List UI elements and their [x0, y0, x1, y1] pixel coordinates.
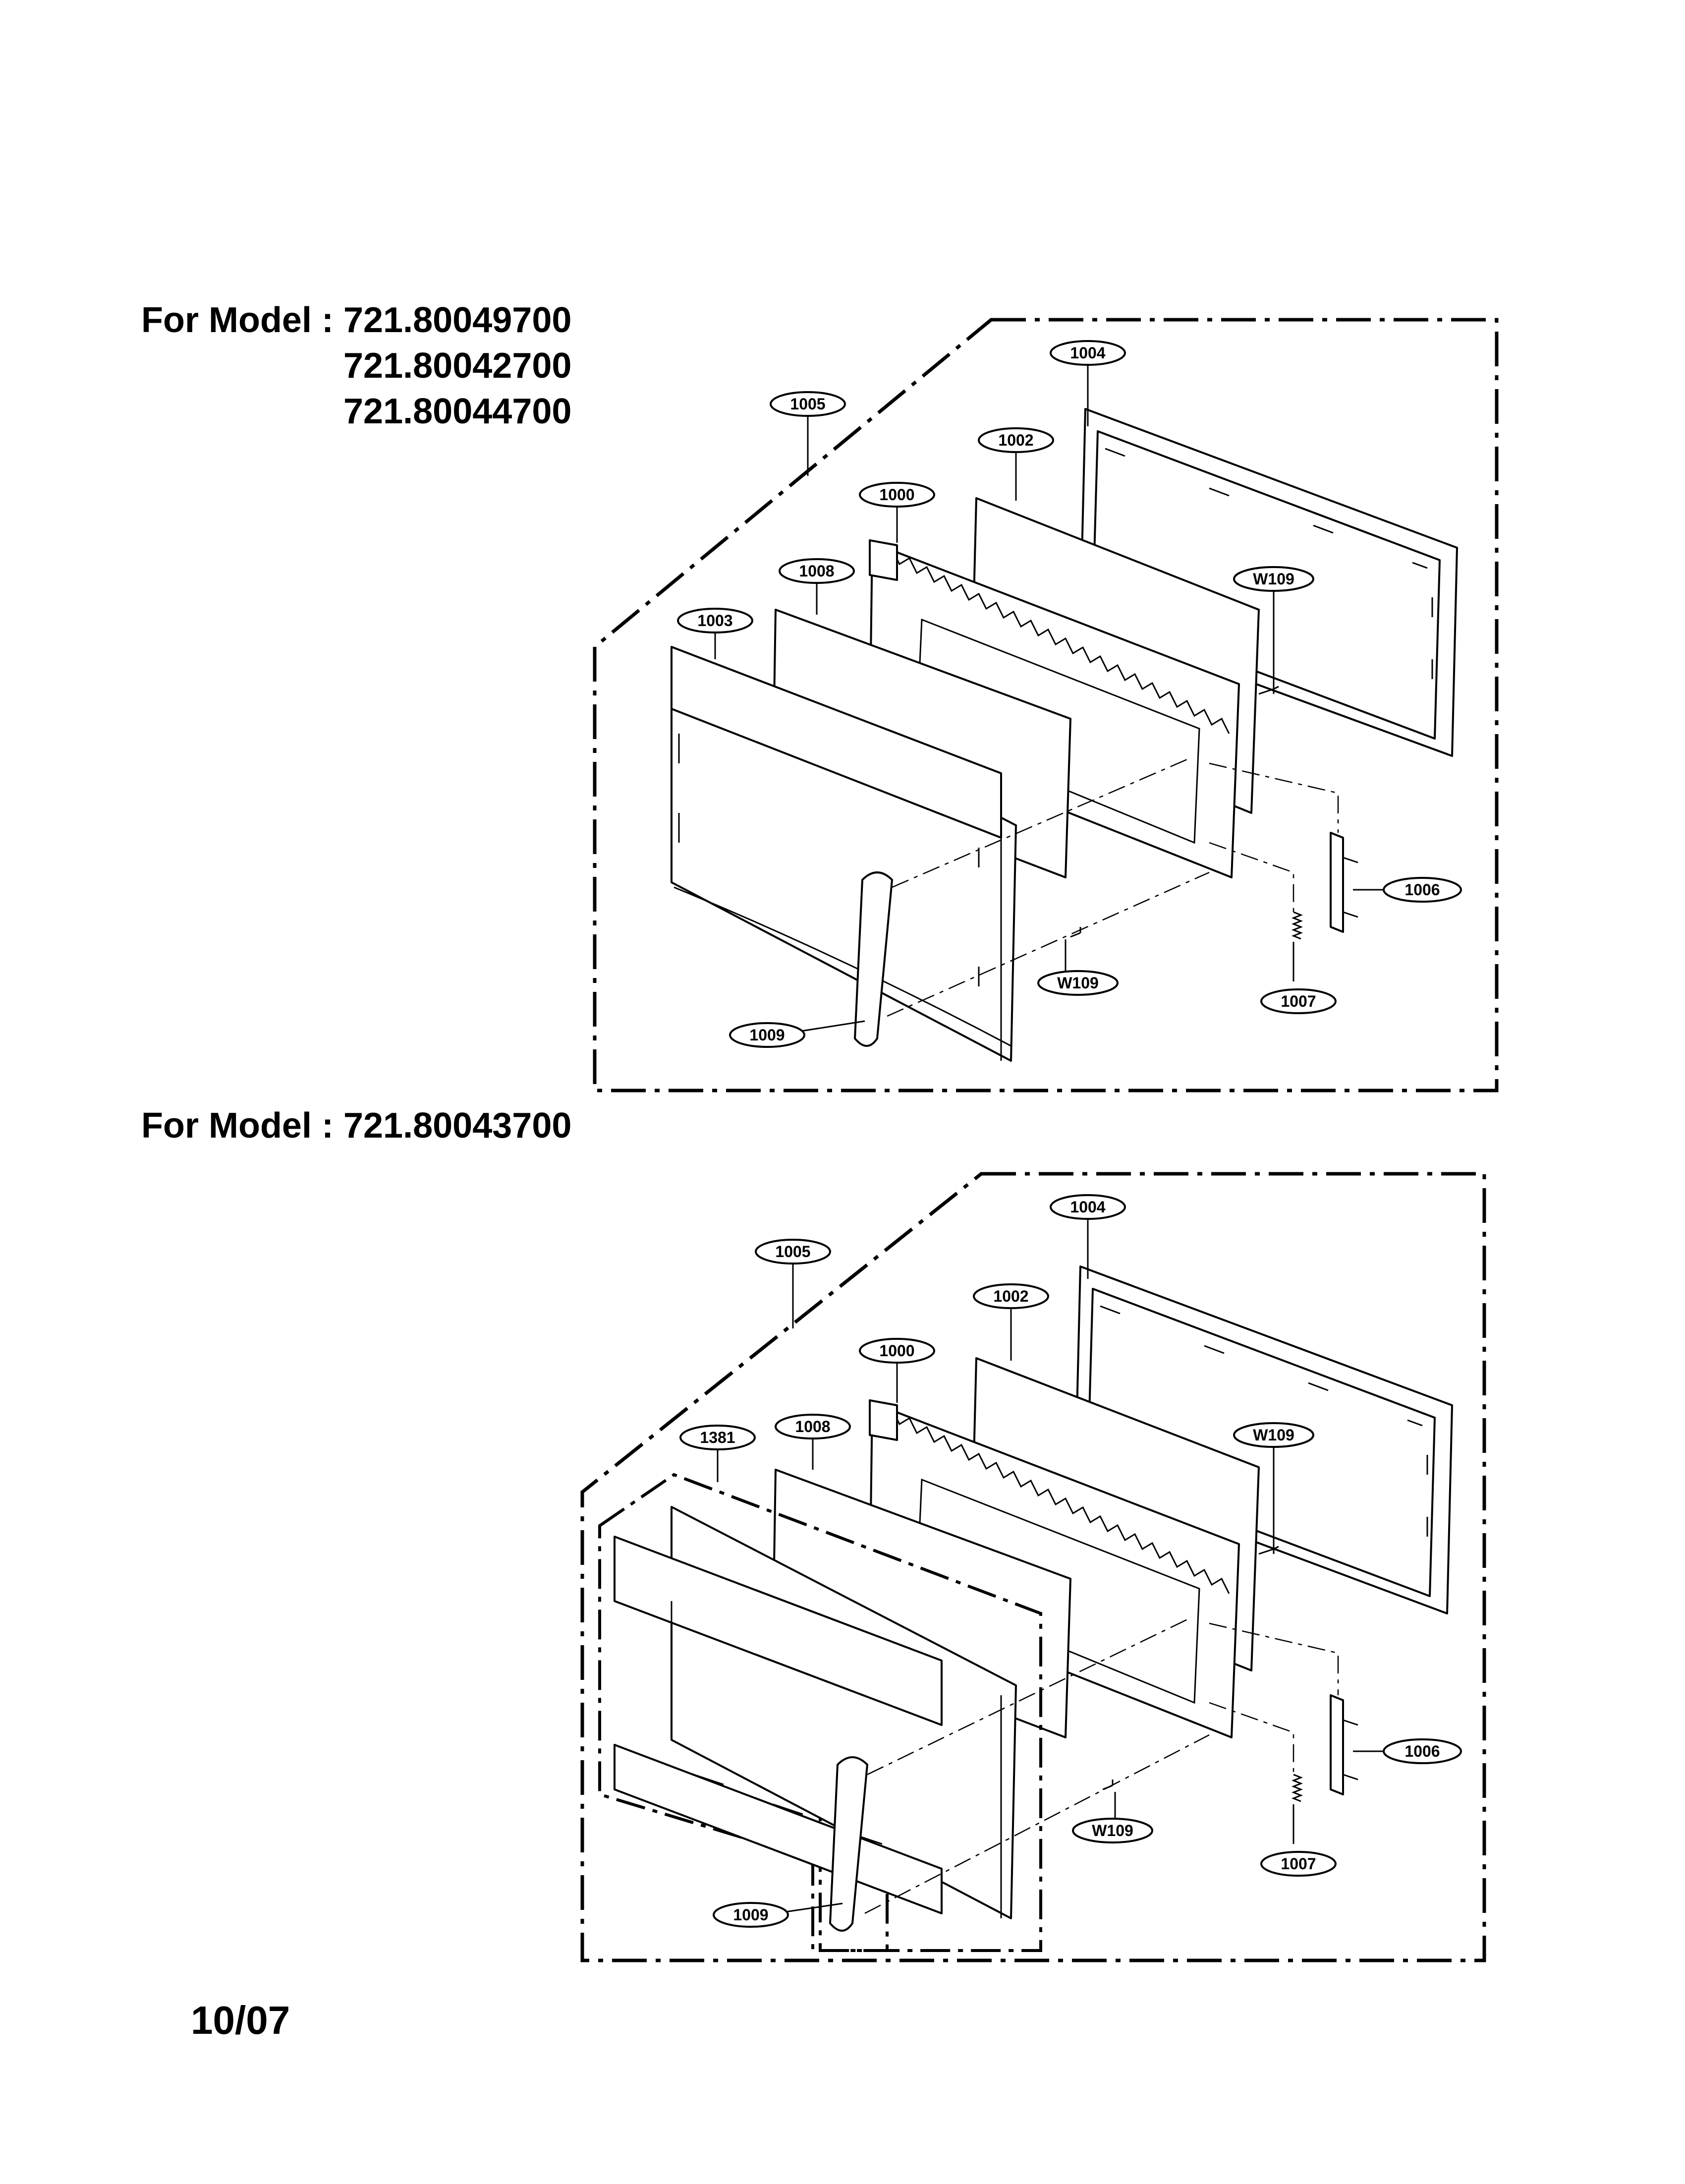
svg-text:1006: 1006 [1404, 881, 1440, 899]
svg-text:1009: 1009 [733, 1906, 768, 1924]
svg-text:1009: 1009 [749, 1026, 785, 1044]
top-part-1000-door-frame [869, 539, 1240, 878]
bottom-callout-1006: 1006 [1383, 1738, 1462, 1764]
bottom-callout-1007: 1007 [1260, 1851, 1337, 1877]
bottom-leader-lines [717, 1218, 1383, 1913]
bottom-model-1: 721.80043700 [343, 1106, 572, 1146]
bottom-model-label: For Model : [141, 1106, 343, 1146]
bottom-door-assembly: 1004 1005 1002 1000 1381 1008 W109 1006 [580, 1172, 1486, 1962]
svg-text:1004: 1004 [1070, 344, 1105, 362]
svg-text:1007: 1007 [1281, 992, 1316, 1010]
bottom-callout-w109-upper: W109 [1233, 1422, 1314, 1448]
svg-text:1008: 1008 [799, 562, 834, 580]
svg-text:1000: 1000 [879, 486, 914, 504]
svg-text:1381: 1381 [700, 1429, 735, 1446]
top-callout-1009: 1009 [729, 1022, 805, 1048]
bottom-part-door-outer [614, 1506, 1017, 1919]
svg-text:1007: 1007 [1281, 1855, 1316, 1873]
top-callout-1004: 1004 [1050, 340, 1126, 366]
svg-text:1006: 1006 [1404, 1742, 1440, 1760]
bottom-callout-1002: 1002 [973, 1283, 1049, 1309]
top-leader-lines [714, 364, 1383, 1034]
top-callout-1007: 1007 [1260, 988, 1337, 1014]
svg-text:W109: W109 [1253, 570, 1294, 588]
bottom-callout-1005: 1005 [755, 1239, 831, 1264]
top-part-1003-door-outer [671, 646, 1017, 1062]
bottom-assembly-boundary [580, 1172, 1486, 1962]
top-part-1006-latch [1330, 832, 1358, 933]
svg-text:1002: 1002 [998, 431, 1033, 449]
top-callout-w109-lower: W109 [1037, 970, 1119, 996]
bottom-callout-1008: 1008 [775, 1414, 851, 1439]
bottom-part-1009-handle [829, 1756, 868, 1932]
top-assembly-boundary [593, 318, 1499, 1092]
svg-text:W109: W109 [1253, 1426, 1294, 1444]
top-callout-1000: 1000 [859, 482, 935, 508]
bottom-callout-1009: 1009 [713, 1902, 789, 1928]
bottom-part-1006-latch [1330, 1694, 1358, 1795]
svg-text:1000: 1000 [879, 1342, 914, 1360]
svg-text:1005: 1005 [775, 1243, 810, 1261]
bottom-1381-subassembly-boundary [598, 1473, 1042, 1952]
top-callout-1006: 1006 [1383, 877, 1462, 903]
bottom-callout-w109-lower: W109 [1072, 1818, 1153, 1843]
top-callout-1003: 1003 [677, 608, 753, 633]
bottom-callout-1381: 1381 [679, 1425, 756, 1450]
top-model-label: For Model : [141, 300, 343, 340]
top-door-assembly: 1004 1005 1002 1000 1008 1003 W109 1006 [593, 318, 1499, 1092]
top-part-1007-spring [1291, 911, 1303, 940]
bottom-handle-subassembly-boundary [819, 1737, 889, 1952]
bottom-callout-1000: 1000 [859, 1338, 935, 1364]
svg-text:W109: W109 [1057, 974, 1099, 992]
top-callout-1002: 1002 [978, 427, 1054, 453]
top-callout-w109-upper: W109 [1233, 566, 1314, 592]
top-screw-w109-upper [1258, 686, 1279, 695]
svg-text:1005: 1005 [790, 395, 825, 413]
svg-text:W109: W109 [1092, 1822, 1133, 1839]
svg-text:1008: 1008 [795, 1418, 830, 1436]
top-callout-1008: 1008 [779, 558, 855, 584]
top-part-1009-handle [854, 871, 893, 1047]
svg-text:1003: 1003 [697, 612, 732, 630]
revision-date: 10/07 [191, 1998, 290, 2042]
bottom-part-1007-spring [1291, 1774, 1303, 1802]
svg-text:1002: 1002 [993, 1287, 1028, 1305]
bottom-callout-1004: 1004 [1050, 1194, 1126, 1220]
top-model-2: 721.80042700 [343, 346, 572, 386]
top-model-3: 721.80044700 [343, 392, 572, 431]
top-model-1: 721.80049700 [343, 300, 572, 340]
bottom-screw-w109-upper [1258, 1546, 1279, 1555]
bottom-model-heading: For Model : 721.80043700 [141, 1103, 571, 1149]
top-model-heading: For Model : 721.80049700 [141, 297, 571, 343]
top-callout-1005: 1005 [770, 391, 846, 417]
svg-text:1004: 1004 [1070, 1198, 1105, 1216]
